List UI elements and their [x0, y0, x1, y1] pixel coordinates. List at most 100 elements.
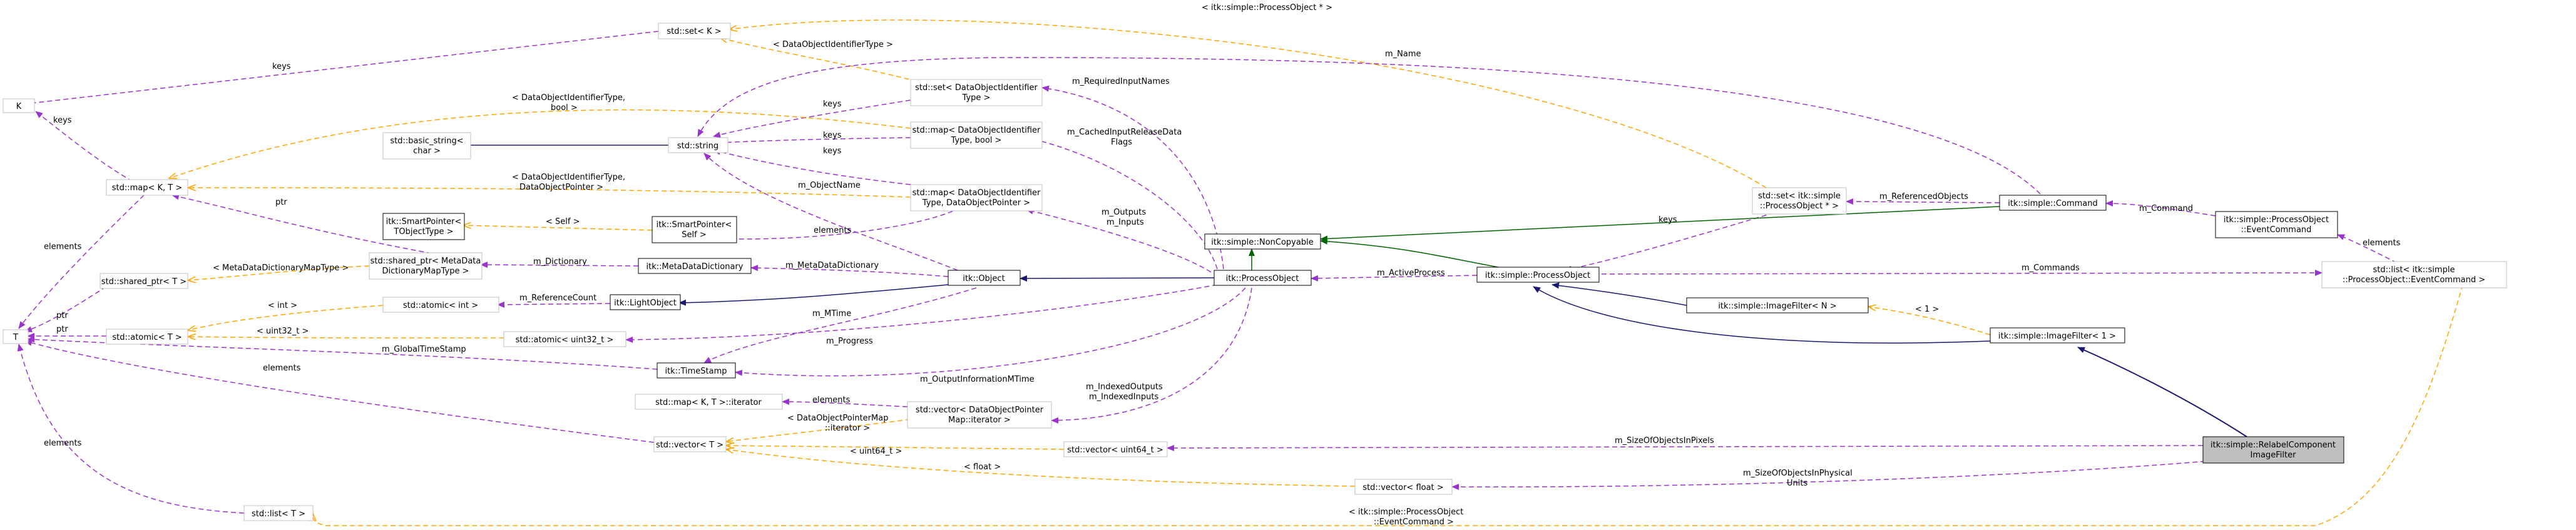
svg-text:itk::LightObject: itk::LightObject [614, 298, 677, 308]
edge-m-sizephys [1451, 459, 2222, 491]
node-set-spo[interactable]: std::set< itk::simple::ProcessObject * > [1752, 187, 1847, 215]
label-event-list-tmpl: < itk::simple::ProcessObject::EventComma… [1349, 507, 1463, 527]
node-atomic-int[interactable]: std::atomic< int > [382, 297, 499, 313]
label-m-dictionary: m_Dictionary [533, 257, 587, 267]
edge-m-outinfo [735, 287, 1246, 377]
edge-m-refobj [1846, 198, 2000, 205]
node-imagefilter-N[interactable]: itk::simple::ImageFilter< N > [1686, 297, 1869, 313]
edge-ptr-map [171, 193, 432, 254]
svg-text:itk::Object: itk::Object [963, 274, 1004, 283]
label-elements-iter: elements [812, 395, 851, 405]
edge-m-progress [625, 284, 1218, 343]
svg-text:itk::simple::ImageFilter< N >: itk::simple::ImageFilter< N > [1718, 302, 1836, 311]
edge-m-active [1311, 275, 1478, 282]
node-meta-dict[interactable]: itk::MetaDataDictionary [638, 258, 752, 274]
svg-text:std::vector< T >: std::vector< T > [656, 441, 723, 450]
svg-text:itk::MetaDataDictionary: itk::MetaDataDictionary [647, 262, 744, 272]
svg-text:std::list< T >: std::list< T > [252, 509, 305, 519]
svg-text:itk::ProcessObject: itk::ProcessObject [1226, 274, 1299, 283]
node-imagefilter-1[interactable]: itk::simple::ImageFilter< 1 > [1990, 327, 2125, 344]
node-list-event[interactable]: std::list< itk::simple::ProcessObject::E… [2321, 261, 2507, 288]
edge-m-sizepx [1167, 444, 2204, 451]
label-m-objectname: m_ObjectName [798, 181, 861, 190]
edge-elements-iter [782, 399, 908, 407]
label-doid-set-K: < DataObjectIdentifierType > [773, 40, 893, 49]
node-object[interactable]: itk::Object [948, 270, 1021, 286]
edge-m-mtime [703, 287, 977, 364]
label-int-tmpl: < int > [268, 301, 297, 310]
node-simple-process-object[interactable]: itk::simple::ProcessObject [1476, 267, 1600, 283]
node-atomic-uint32[interactable]: std::atomic< uint32_t > [503, 331, 626, 347]
node-event-command[interactable]: itk::simple::ProcessObject::EventCommand [2215, 211, 2338, 238]
svg-text:itk::simple::ProcessObject: itk::simple::ProcessObject [1485, 271, 1590, 280]
edge-m-metadata [750, 265, 949, 277]
edge-event-list-tmpl [313, 284, 2463, 526]
label-m-global: m_GlobalTimeStamp [382, 345, 466, 354]
svg-text:std::atomic< T >: std::atomic< T > [112, 333, 181, 342]
node-string[interactable]: std::string [668, 137, 728, 153]
edge-self-tmpl [463, 225, 653, 231]
svg-text:itk::SmartPointer<Self >: itk::SmartPointer<Self > [657, 220, 732, 240]
svg-text:std::list< itk::simple::Proces: std::list< itk::simple::ProcessObject::E… [2343, 265, 2485, 285]
edge-m-dictionary [480, 262, 639, 268]
svg-text:itk::simple::Command: itk::simple::Command [2008, 199, 2097, 208]
node-shared-ptr-T[interactable]: std::shared_ptr< T > [100, 273, 188, 289]
edge-keys-set-K [19, 31, 659, 107]
node-vector-T[interactable]: std::vector< T > [653, 436, 727, 452]
node-command[interactable]: itk::simple::Command [1999, 195, 2107, 211]
edge-m-name [697, 57, 2041, 195]
node-smartptr-T[interactable]: itk::SmartPointer<TObjectType > [382, 213, 465, 240]
edge-float-tmpl [726, 449, 1356, 487]
node-map-KT[interactable]: std::map< K, T > [106, 179, 188, 196]
svg-text:std::set< DataObjectIdentifier: std::set< DataObjectIdentifierType > [915, 83, 1038, 103]
svg-text:itk::SmartPointer<TObjectType: itk::SmartPointer<TObjectType > [386, 217, 462, 237]
edge-m-commands [1577, 270, 2323, 277]
svg-text:T: T [13, 333, 18, 342]
node-smartptr-self[interactable]: itk::SmartPointer<Self > [652, 216, 737, 243]
edge-ifn-spo [1551, 282, 1687, 306]
node-T[interactable]: T [3, 329, 29, 344]
edge-dop-iter-tmpl [726, 419, 911, 442]
label-elements-list: elements [44, 439, 82, 448]
edge-m-global [27, 336, 658, 370]
edge-elements-list [17, 344, 245, 514]
edge-m-outputs [1026, 208, 1212, 273]
label-keys-map-bool: keys [823, 131, 842, 140]
node-set-K[interactable]: std::set< K > [658, 23, 731, 39]
edge-m-command [2105, 200, 2216, 217]
node-list-T[interactable]: std::list< T > [243, 505, 314, 521]
edge-relabel-if1 [2077, 347, 2247, 437]
edge-elements-event [2337, 234, 2398, 263]
node-atomic-T[interactable]: std::atomic< T > [106, 329, 188, 345]
node-K[interactable]: K [3, 98, 35, 113]
label-elements-smart: elements [814, 226, 852, 235]
label-keys-map-ptr: keys [823, 146, 842, 156]
node-vector-uint64[interactable]: std::vector< uint64_t > [1063, 441, 1168, 457]
label-ptr-atomic: ptr [56, 325, 68, 334]
edge-m-indexed [1051, 287, 1252, 424]
svg-text:itk::TimeStamp: itk::TimeStamp [665, 367, 727, 376]
node-timestamp[interactable]: itk::TimeStamp [657, 362, 736, 379]
label-ptr-shared: ptr [56, 311, 68, 320]
node-light-object[interactable]: itk::LightObject [610, 294, 681, 310]
label-uint64-tmpl: < uint64_t > [850, 447, 902, 456]
node-map-iterator[interactable]: std::map< K, T >::iterator [635, 394, 783, 410]
edge-keys-set-doid [713, 99, 911, 138]
label-float-tmpl: < float > [964, 462, 1001, 472]
label-uint32-tmpl: < uint32_t > [257, 327, 309, 336]
node-vector-float[interactable]: std::vector< float > [1354, 479, 1453, 495]
label-m-refcount: m_ReferenceCount [519, 293, 596, 303]
node-noncopyable[interactable]: itk::simple::NonCopyable [1204, 233, 1321, 250]
svg-text:std::vector< DataObjectPointer: std::vector< DataObjectPointerMap::itera… [916, 405, 1044, 425]
svg-text:std::atomic< int >: std::atomic< int > [403, 301, 478, 310]
node-basic-string[interactable]: std::basic_string<char > [382, 132, 471, 160]
node-process-object[interactable]: itk::ProcessObject [1214, 270, 1312, 286]
